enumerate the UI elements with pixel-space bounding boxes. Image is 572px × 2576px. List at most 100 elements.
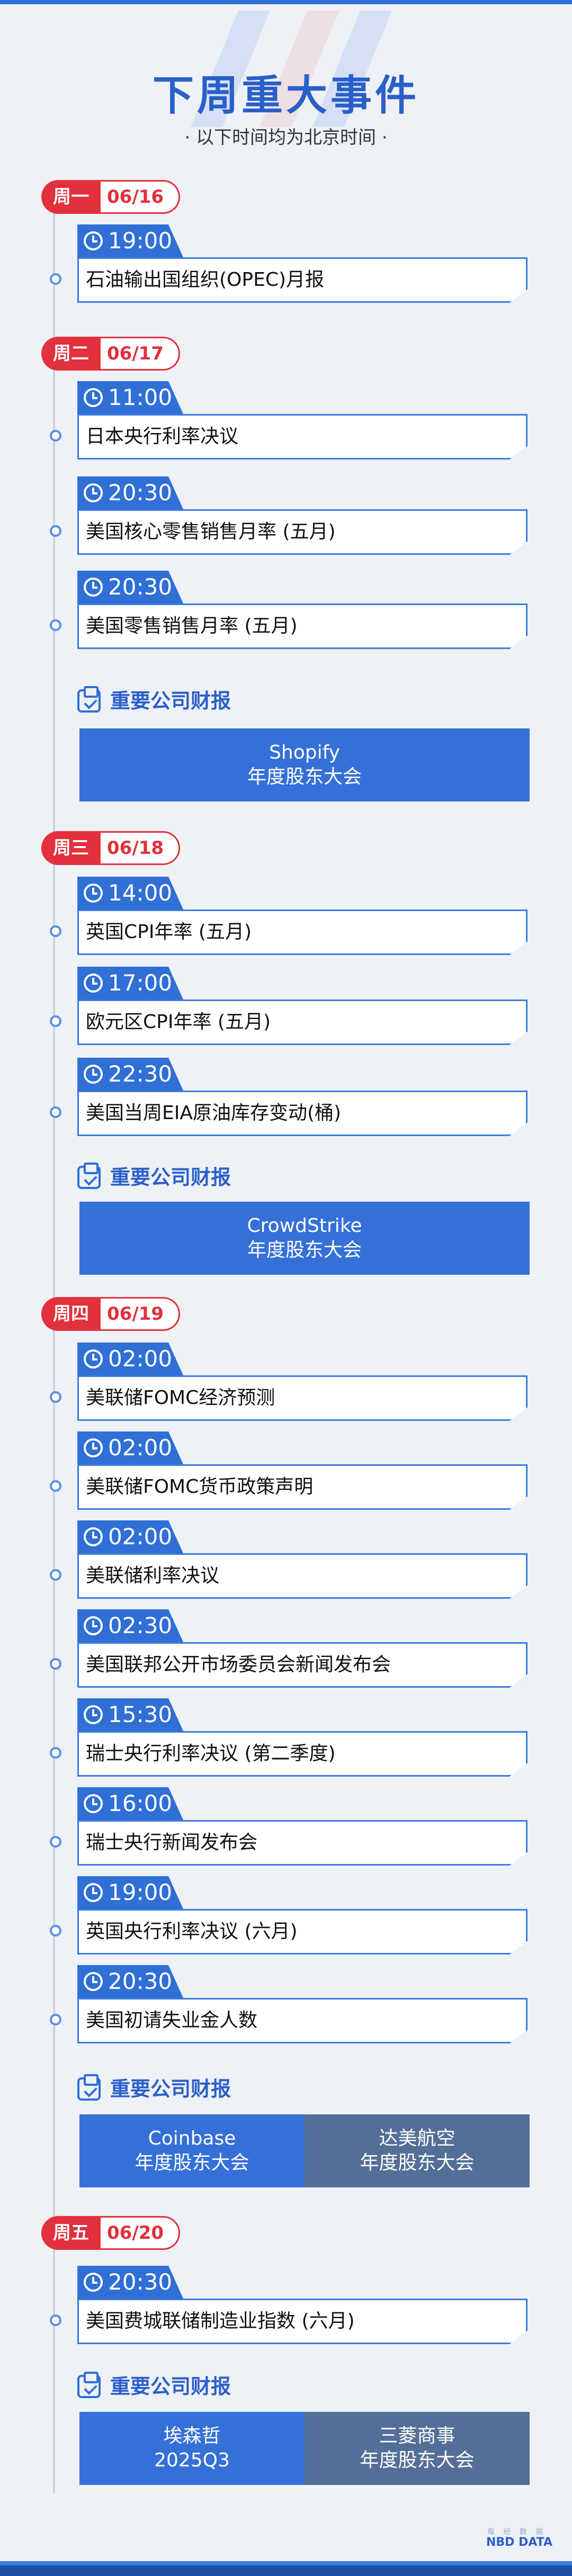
- event-time-tab: 22:30: [77, 1058, 183, 1091]
- company-name: 三菱商事: [379, 2425, 455, 2447]
- event-title: 美联储FOMC货币政策声明: [86, 1476, 314, 1498]
- event-time-tab: 19:00: [77, 224, 183, 257]
- event-box: [77, 1642, 528, 1688]
- event-item: 02:00 美联储利率决议: [50, 1520, 528, 1600]
- event-title: 美国联邦公开市场委员会新闻发布会: [86, 1654, 391, 1676]
- report-type: 年度股东大会: [247, 766, 362, 788]
- page-title: 下周重大事件: [152, 72, 419, 120]
- event-box: [77, 257, 528, 303]
- event-title: 英国CPI年率 (五月): [86, 921, 252, 943]
- earnings-card: 三菱商事年度股东大会: [305, 2412, 530, 2485]
- timeline-line: [53, 201, 55, 2493]
- event-time: 02:00: [108, 1346, 173, 1372]
- report-type: 2025Q3: [154, 2449, 230, 2471]
- event-time: 20:30: [108, 574, 173, 600]
- clock-icon: [84, 1527, 103, 1546]
- event-time-tab: 02:30: [77, 1609, 183, 1642]
- clipboard-check-icon: [77, 2074, 101, 2101]
- clock-icon: [84, 1616, 103, 1635]
- company-name: CrowdStrike: [247, 1215, 362, 1237]
- event-item: 20:30 美国费城联储制造业指数 (六月): [50, 2266, 528, 2345]
- clipboard-check-icon: [77, 2372, 101, 2398]
- event-title: 美国费城联储制造业指数 (六月): [86, 2310, 355, 2332]
- report-type: 年度股东大会: [360, 2449, 475, 2471]
- earnings-card: Shopify 年度股东大会: [79, 728, 530, 801]
- clock-icon: [84, 1349, 103, 1368]
- event-box: [77, 1464, 528, 1510]
- earnings-section-title: 重要公司财报: [110, 2077, 231, 2101]
- timeline-dot-icon: [50, 1658, 61, 1670]
- event-time-tab: 14:00: [77, 877, 183, 909]
- event-title: 欧元区CPI年率 (五月): [86, 1011, 271, 1033]
- bottom-bar: [0, 2565, 572, 2576]
- page-subtitle: · 以下时间均为北京时间 ·: [184, 127, 388, 148]
- event-title: 美国当周EIA原油库存变动(桶): [86, 1102, 342, 1124]
- event-box: [77, 414, 528, 460]
- event-item: 02:30 美国联邦公开市场委员会新闻发布会: [50, 1609, 528, 1689]
- timeline-dot-icon: [50, 1015, 61, 1027]
- clock-icon: [84, 1705, 103, 1724]
- company-name: Shopify: [269, 742, 340, 763]
- day-label: 周二: [41, 337, 101, 371]
- clock-icon: [84, 388, 103, 407]
- event-title: 美国初请失业金人数: [86, 2010, 258, 2031]
- clock-icon: [84, 2273, 103, 2292]
- timeline-dot-icon: [50, 1747, 61, 1759]
- clock-icon: [84, 974, 103, 993]
- event-time-tab: 02:00: [77, 1431, 183, 1464]
- event-item: 02:00 美联储FOMC货币政策声明: [50, 1431, 528, 1511]
- clock-icon: [84, 1438, 103, 1457]
- event-title: 瑞士央行新闻发布会: [86, 1832, 258, 1853]
- company-name: Coinbase: [148, 2128, 236, 2149]
- day-date: 06/20: [92, 2216, 181, 2250]
- timeline-dot-icon: [50, 430, 61, 442]
- earnings-cards: Shopify 年度股东大会: [79, 728, 530, 801]
- watermark-logo-icon: [191, 11, 392, 127]
- day-date: 06/19: [92, 1297, 181, 1331]
- report-type: 年度股东大会: [360, 2152, 475, 2174]
- event-box: [77, 999, 528, 1045]
- company-name: 埃森哲: [163, 2425, 221, 2447]
- event-time-tab: 02:00: [77, 1343, 183, 1375]
- event-time-tab: 11:00: [77, 381, 183, 414]
- event-time-tab: 20:30: [77, 476, 183, 509]
- event-box: [77, 1998, 528, 2043]
- event-box: [77, 1731, 528, 1777]
- event-title: 美联储利率决议: [86, 1565, 220, 1587]
- event-item: 15:30 瑞士央行利率决议 (第二季度): [50, 1698, 528, 1778]
- timeline-dot-icon: [50, 525, 61, 537]
- event-time-tab: 15:30: [77, 1698, 183, 1731]
- event-time-tab: 20:30: [77, 1965, 183, 1998]
- day-date: 06/18: [92, 831, 181, 865]
- day-date: 06/16: [92, 180, 181, 214]
- event-time-tab: 02:00: [77, 1520, 183, 1553]
- event-title: 瑞士央行利率决议 (第二季度): [86, 1743, 336, 1764]
- event-box: [77, 1909, 528, 1954]
- event-time: 02:00: [108, 1524, 173, 1550]
- event-time: 20:30: [108, 2269, 173, 2295]
- footer-logo-en: NBD DATA: [486, 2536, 553, 2549]
- report-type: 年度股东大会: [247, 1239, 362, 1261]
- event-item: 20:30 美国初请失业金人数: [50, 1965, 528, 2044]
- event-item: 16:00 瑞士央行新闻发布会: [50, 1787, 528, 1867]
- event-time: 22:30: [108, 1061, 173, 1087]
- event-time: 17:00: [108, 970, 173, 996]
- event-time-tab: 16:00: [77, 1787, 183, 1820]
- day-label: 周五: [41, 2216, 101, 2250]
- event-time-tab: 20:30: [77, 571, 183, 604]
- event-time-tab: 17:00: [77, 967, 183, 999]
- top-accent-bar: [0, 0, 572, 4]
- event-box: [77, 1820, 528, 1866]
- timeline-dot-icon: [50, 1106, 61, 1118]
